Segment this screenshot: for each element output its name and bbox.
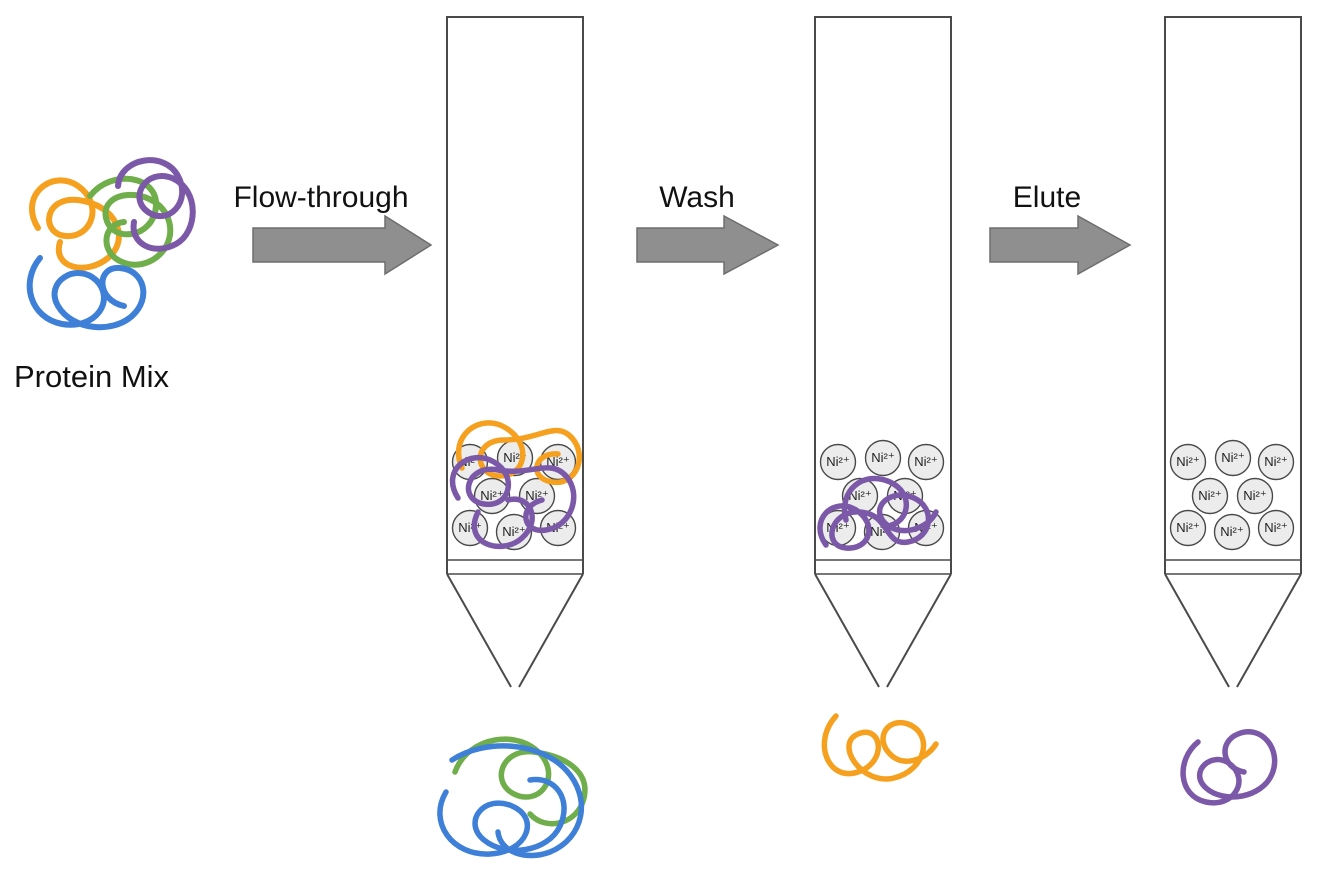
funnel-tip — [814, 573, 952, 688]
protein-mix-tangle: Protein Mix — [14, 157, 196, 394]
bound-protein-purple-loop — [471, 496, 535, 549]
ni-bead-label: Ni²⁺ — [1264, 520, 1287, 535]
mix-strand-blue — [26, 255, 147, 331]
column-3: Ni²⁺ Ni²⁺ Ni²⁺ Ni²⁺ Ni²⁺ Ni²⁺ Ni²⁺ Ni²⁺ — [1164, 16, 1302, 688]
protein-mix-label: Protein Mix — [14, 359, 170, 394]
ni-bead-label: Ni²⁺ — [1243, 488, 1266, 503]
ni-bead-label: Ni²⁺ — [848, 488, 871, 503]
mix-strand-orange — [29, 177, 122, 271]
wash-arrow-icon — [636, 214, 780, 276]
column-body — [446, 16, 584, 574]
output-strand-blue — [437, 776, 567, 857]
step-wash: Wash — [636, 181, 780, 276]
ni-bead-label: Ni²⁺ — [546, 454, 569, 469]
mix-strand-green — [87, 175, 174, 268]
ni-bead — [864, 439, 902, 477]
ni-bead — [1169, 443, 1207, 481]
output-strand-blue-2 — [449, 743, 585, 859]
ni-bead-label: Ni²⁺ — [871, 450, 894, 465]
elute-label: Elute — [1013, 181, 1081, 214]
flow-through-arrow-icon — [252, 214, 433, 276]
bead-bed: Ni²⁺ Ni²⁺ Ni²⁺ Ni²⁺ Ni²⁺ Ni²⁺ Ni²⁺ Ni²⁺ — [1169, 439, 1295, 551]
ni-bead-label: Ni²⁺ — [1198, 488, 1221, 503]
ni-bead-label: Ni²⁺ — [1176, 520, 1199, 535]
wash-output-squiggle — [821, 713, 939, 782]
ni-bead-label: Ni²⁺ — [1220, 524, 1243, 539]
ni-bead-label: Ni²⁺ — [826, 454, 849, 469]
ni-bead — [819, 443, 857, 481]
mix-strand-purple — [115, 157, 196, 252]
ni-bead — [1191, 477, 1229, 515]
ni-bead-label: Ni²⁺ — [1264, 454, 1287, 469]
ni-bead — [1214, 439, 1252, 477]
ni-bead — [1257, 443, 1295, 481]
flow-through-output-tangle — [437, 736, 588, 859]
elute-output-squiggle — [1180, 729, 1278, 806]
ni-bead-label: Ni²⁺ — [1176, 454, 1199, 469]
ni-bead-label: Ni²⁺ — [914, 454, 937, 469]
step-flow-through: Flow-through — [233, 181, 433, 276]
ni-bead — [1213, 513, 1251, 551]
elute-arrow-icon — [989, 214, 1132, 276]
column-1: Ni²⁺ Ni²⁺ Ni²⁺ Ni²⁺ Ni²⁺ Ni²⁺ Ni²⁺ Ni²⁺ — [446, 16, 584, 688]
column-body — [814, 16, 952, 574]
column-body — [1164, 16, 1302, 574]
funnel-tip — [446, 573, 584, 688]
ni-bead — [1169, 509, 1207, 547]
wash-label: Wash — [659, 181, 735, 214]
bound-protein-orange — [455, 420, 583, 485]
ni-bead — [1257, 509, 1295, 547]
bound-protein-purple — [449, 454, 577, 533]
ni-bead — [907, 443, 945, 481]
flow-through-label: Flow-through — [233, 181, 408, 214]
bound-protein-purple — [817, 492, 939, 551]
bound-protein-purple-loop — [841, 475, 910, 529]
output-strand-orange — [821, 713, 939, 782]
output-strand-purple — [1180, 729, 1278, 806]
column-2: Ni²⁺ Ni²⁺ Ni²⁺ Ni²⁺ Ni²⁺ Ni²⁺ Ni²⁺ Ni²⁺ — [814, 16, 952, 688]
funnel-tip — [1164, 573, 1302, 688]
ni-bead-label: Ni²⁺ — [502, 524, 525, 539]
ni-bead — [1236, 477, 1274, 515]
ni-bead-label: Ni²⁺ — [1221, 450, 1244, 465]
step-elute: Elute — [989, 181, 1132, 276]
